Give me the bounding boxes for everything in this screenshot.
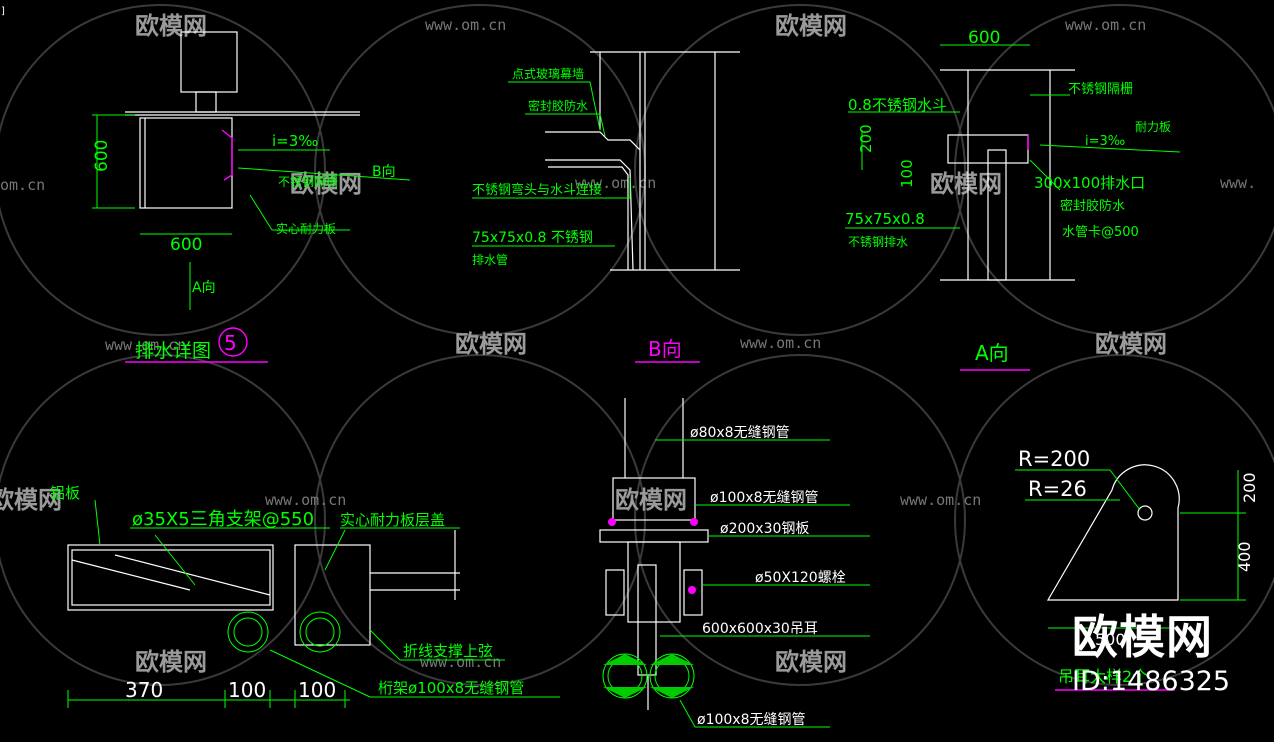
label-pipe-size: 75x75x0.8: [845, 210, 925, 228]
label-glass-curtain: 点式玻璃幕墙: [512, 67, 584, 81]
dim-600: 600: [968, 28, 1000, 48]
label-outlet: 300x100排水口: [1034, 174, 1145, 192]
drawing-a-direction: 600 0.8不锈钢水斗 200 100 不锈钢隔栅 i=3‰ 耐力板 300x…: [845, 28, 1181, 371]
watermark-url: www.om.cn: [575, 174, 656, 192]
watermark-brand: 欧模网: [775, 648, 847, 676]
label-elbow: 不锈钢弯头与水斗连接: [472, 182, 602, 198]
dim-bottom: 500: [1095, 630, 1126, 649]
dim-200: 200: [857, 124, 875, 153]
label-bolt: ø50X120螺栓: [755, 570, 846, 586]
label-truss-pipe: 桁架ø100x8无缝钢管: [378, 679, 524, 697]
drawing-hanger-node: ø80x8无缝钢管 ø100x8无缝钢管 ø200x30钢板 ø50X120螺栓…: [599, 398, 870, 728]
b-direction-label: B向: [372, 164, 396, 180]
title-a-direction: A向: [975, 341, 1009, 365]
dim-370: 370: [125, 678, 163, 702]
slope-label: i=3‰: [272, 132, 318, 150]
label-hopper: 0.8不锈钢水斗: [848, 96, 947, 114]
dim-100-b: 100: [298, 678, 336, 702]
label-solid-board: 实心耐力板: [276, 221, 336, 236]
label-r26: R=26: [1028, 477, 1087, 501]
title-number: 5: [224, 331, 237, 355]
label-grate: 不锈钢隔栅: [1068, 82, 1133, 97]
watermark-url: www.om.cn: [425, 16, 506, 34]
dim-100-a: 100: [228, 678, 266, 702]
watermark-brand: 欧模网: [290, 170, 362, 198]
label-upper-chord: 折线支撑上弦: [403, 642, 493, 660]
watermark-brand: 欧模网: [615, 486, 687, 514]
a-direction-label: A向: [192, 280, 216, 296]
watermark-texts: 欧模网 www.om.cn 欧模网 www.om.cn om.cn 欧模网 ww…: [0, 12, 1256, 676]
label-pipe100: ø100x8无缝钢管: [710, 490, 818, 506]
label-pipe100-bottom: ø100x8无缝钢管: [697, 712, 805, 728]
dim-600-vertical: 600: [92, 140, 112, 172]
label-lug-detail: 吊耳大样2个: [1058, 667, 1148, 686]
drawing-b-direction: 点式玻璃幕墙 密封胶防水 不锈钢弯头与水斗连接 75x75x0.8 不锈钢 排水…: [472, 51, 740, 363]
corner-mark: ]: [1, 6, 5, 17]
drawing-drainage-detail: 600 600 i=3‰ 不锈钢隔栅 B向 实心耐力板 A向 排水详图 5: [92, 31, 411, 363]
label-pipe80: ø80x8无缝钢管: [690, 425, 790, 441]
label-steel-plate: ø200x30钢板: [720, 521, 809, 537]
drawing-truss-section: 铝板 ø35X5三角支架@550 实心耐力板层盖 折线支撑上弦 桁架ø100x8…: [50, 484, 560, 708]
watermark-url: www.om.cn: [105, 336, 186, 354]
dim-200: 200: [1240, 472, 1259, 503]
dim-100: 100: [898, 159, 916, 188]
label-pipe-size: 75x75x0.8 不锈钢: [472, 230, 593, 246]
label-pipe: 排水管: [472, 252, 508, 267]
label-board: 耐力板: [1135, 120, 1171, 134]
dim-600-horizontal: 600: [170, 235, 202, 255]
title-b-direction: B向: [648, 337, 682, 361]
slope-label: i=3‰: [1085, 134, 1125, 149]
label-aluminum: 铝板: [50, 484, 80, 502]
brand-logo: 欧模网 ID:1486325: [1072, 608, 1230, 698]
label-sealant: 密封胶防水: [528, 98, 588, 113]
label-pipe: 不锈钢排水: [848, 235, 908, 249]
watermark-url: www.om.cn: [265, 491, 346, 509]
label-hanger-lug: 600x600x30吊耳: [702, 621, 818, 637]
watermark-brand: 欧模网: [135, 12, 207, 40]
watermark-url: www.: [1220, 174, 1256, 192]
watermark-brand: 欧模网: [1095, 330, 1167, 358]
dim-400: 400: [1235, 541, 1254, 572]
label-cover: 实心耐力板层盖: [340, 511, 445, 529]
watermark-url: www.om.cn: [1065, 16, 1146, 34]
watermark-url: www.om.cn: [900, 491, 981, 509]
label-truss-bracket: ø35X5三角支架@550: [132, 509, 314, 530]
watermark-url: www.om.cn: [740, 334, 821, 352]
watermark-brand: 欧模网: [135, 648, 207, 676]
brand-name: 欧模网: [1072, 610, 1213, 664]
label-sealant: 密封胶防水: [1060, 198, 1125, 214]
watermark-brand: 欧模网: [455, 330, 527, 358]
title-drainage-detail: 排水详图: [135, 340, 211, 362]
label-steel-grate: 不锈钢隔栅: [278, 174, 338, 189]
label-clip: 水管卡@500: [1062, 225, 1139, 240]
drawing-lug-detail: R=200 R=26 200 400 500 吊耳大样2个: [1015, 447, 1259, 691]
watermark-url: www.om.cn: [420, 653, 501, 671]
watermark-brand: 欧模网: [930, 170, 1002, 198]
watermark-url: om.cn: [0, 176, 45, 194]
watermark-brand: 欧模网: [0, 486, 62, 514]
watermark-brand: 欧模网: [775, 12, 847, 40]
brand-id: ID:1486325: [1072, 666, 1231, 697]
label-r200: R=200: [1018, 447, 1090, 471]
